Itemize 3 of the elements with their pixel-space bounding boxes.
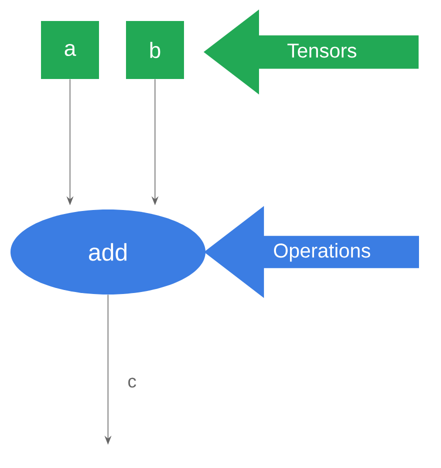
tensor-box: a (41, 21, 99, 79)
edge-label: c (128, 378, 136, 388)
tensor-box: b (126, 21, 184, 79)
